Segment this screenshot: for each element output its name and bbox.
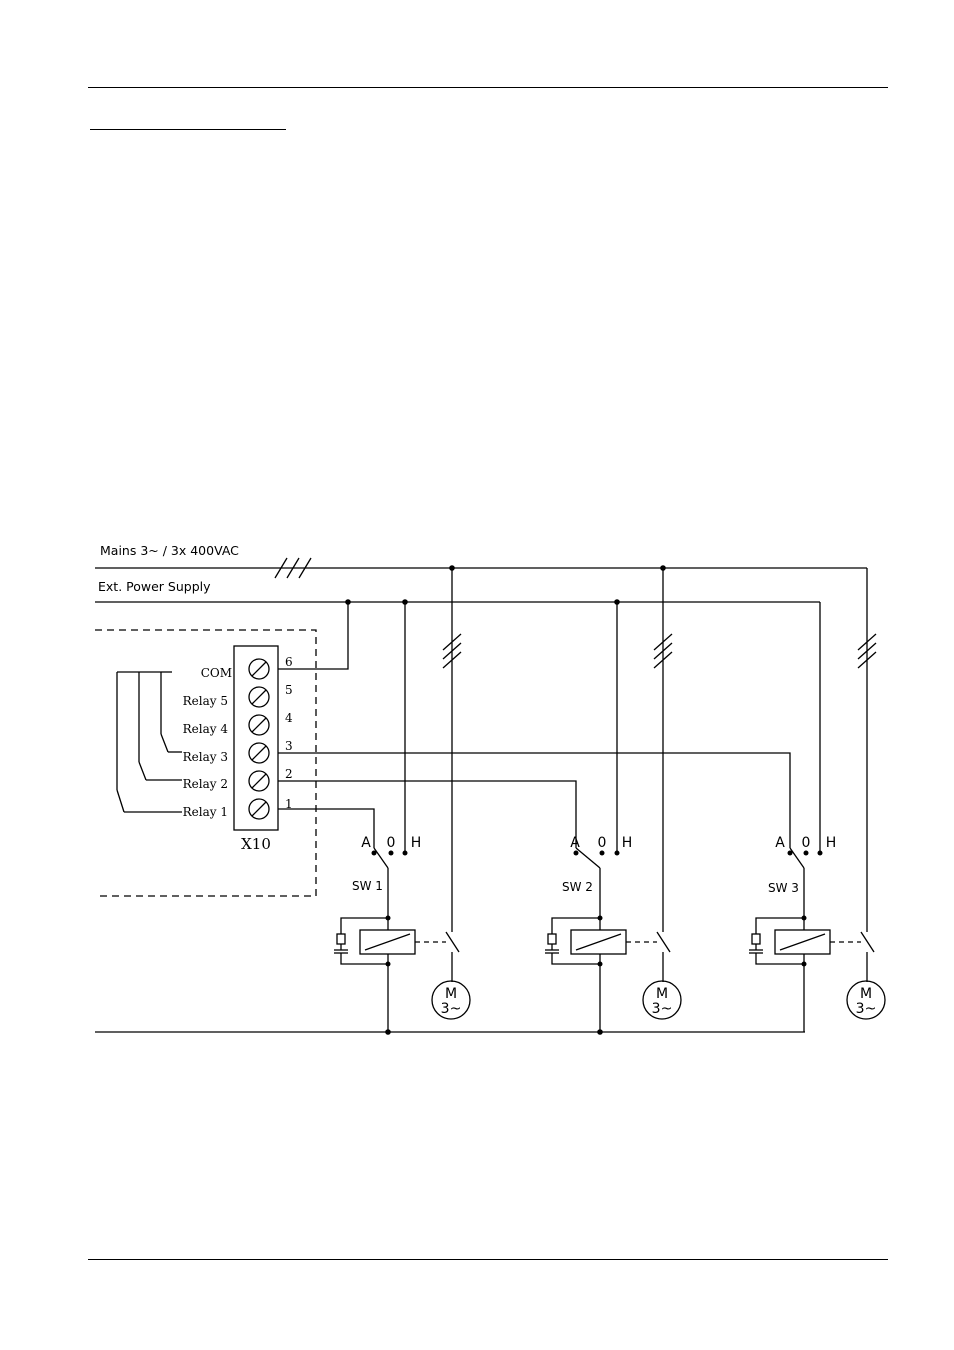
terminal-num-5: 5 [285, 683, 293, 697]
sw3-pos-0: 0 [802, 835, 811, 851]
mains-label: Mains 3~ / 3x 400VAC [100, 543, 239, 558]
terminal-name-com: COM [201, 666, 232, 680]
relay3-wire [278, 753, 790, 838]
terminal-name-relay3: Relay 3 [183, 750, 228, 764]
sw2-pos-h: H [622, 835, 633, 851]
branch-1 [334, 568, 470, 1032]
motor3-phase: 3~ [856, 1001, 877, 1017]
terminal-num-1: 1 [285, 797, 293, 811]
terminal-name-relay4: Relay 4 [183, 722, 229, 736]
terminal-num-2: 2 [285, 767, 293, 781]
terminal-block-x10 [234, 646, 278, 830]
terminal-screws [249, 659, 269, 819]
sw2-pos-a: A [570, 835, 580, 851]
ext-supply-label: Ext. Power Supply [98, 579, 211, 594]
sw3-label: SW 3 [768, 881, 799, 895]
sw1-pos-a: A [361, 835, 371, 851]
motor1-m: M [445, 986, 457, 1002]
motor3-m: M [860, 986, 872, 1002]
branch-3 [749, 568, 885, 1032]
sw2-pos-0: 0 [598, 835, 607, 851]
sw1-pos-0: 0 [387, 835, 396, 851]
sw3-pos-a: A [775, 835, 785, 851]
terminal-num-6: 6 [285, 655, 293, 669]
sw3-pos-h: H [826, 835, 837, 851]
terminal-num-3: 3 [285, 739, 293, 753]
motor2-m: M [656, 986, 668, 1002]
terminal-block-label: X10 [241, 835, 271, 853]
mains-3-phase-marker [275, 558, 311, 578]
branch-2 [545, 568, 681, 1032]
sw2-label: SW 2 [562, 880, 593, 894]
sw1-label: SW 1 [352, 879, 383, 893]
sw1-pos-h: H [411, 835, 422, 851]
terminal-num-4: 4 [285, 711, 293, 725]
terminal-name-relay2: Relay 2 [183, 777, 228, 791]
motor2-phase: 3~ [652, 1001, 673, 1017]
internal-relay-contacts [117, 672, 182, 812]
motor1-phase: 3~ [441, 1001, 462, 1017]
relay1-wire [278, 809, 374, 838]
terminal-name-relay1: Relay 1 [183, 805, 228, 819]
terminal-name-relay5: Relay 5 [183, 694, 228, 708]
